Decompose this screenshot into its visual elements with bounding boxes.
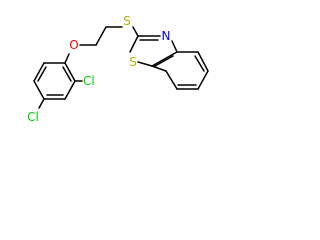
- nitrogen-atom-label: N: [162, 29, 171, 43]
- double-bond: [62, 66, 72, 82]
- bond-ring-oxygen: [64, 53, 70, 64]
- para-chlorine-atom-label: Cl: [27, 110, 39, 124]
- bond: [197, 51, 209, 72]
- bond: [64, 80, 76, 100]
- dichlorophenyl-ring: [33, 62, 76, 100]
- bond: [33, 80, 45, 100]
- bond: [137, 61, 153, 67]
- bond: [129, 35, 139, 53]
- bond: [151, 65, 167, 72]
- bond: [171, 40, 178, 53]
- double-bond: [194, 55, 205, 72]
- thiazole-ring: [129, 35, 178, 67]
- ortho-chlorine-atom-label: Cl: [83, 74, 95, 88]
- bond-ring-chlorine-para: [38, 98, 45, 109]
- bond: [64, 62, 76, 82]
- double-bond: [154, 55, 174, 67]
- bond: [33, 62, 45, 82]
- benzo-ring: [151, 51, 209, 90]
- bond-carbon-carbon: [95, 26, 107, 46]
- bond: [165, 70, 178, 90]
- ring-sulfur-atom-label: S: [129, 55, 137, 69]
- bond: [197, 70, 209, 90]
- structural-formula: O S S N Cl Cl: [27, 14, 209, 124]
- thioether-sulfur-atom-label: S: [123, 14, 131, 28]
- bond-sulfur-c2: [132, 26, 139, 37]
- bond: [151, 51, 178, 67]
- oxygen-atom-label: O: [69, 38, 78, 52]
- double-bond: [37, 66, 47, 82]
